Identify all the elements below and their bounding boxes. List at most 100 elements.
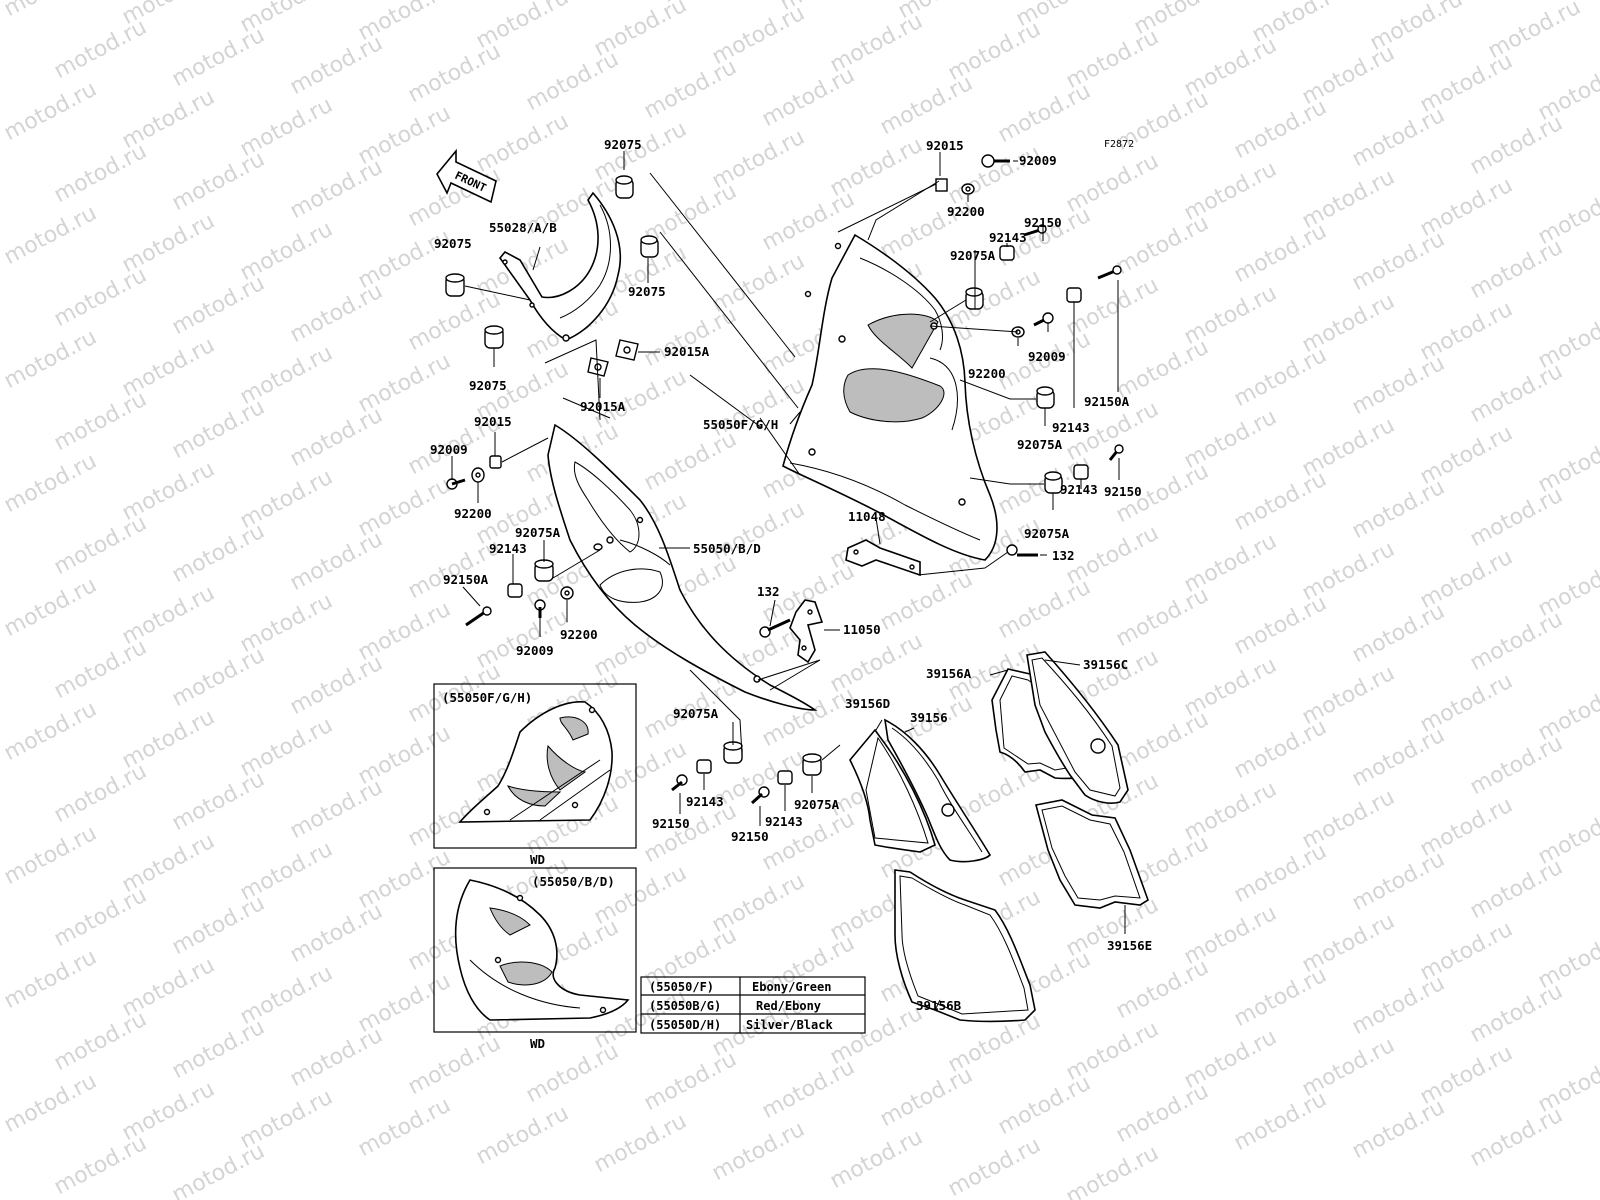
collar-92143-top bbox=[999, 245, 1015, 261]
bolt-92009-r2 bbox=[1033, 312, 1054, 327]
damper-92075A-r2 bbox=[1036, 386, 1055, 409]
label-92009-r2: 92009 bbox=[1028, 349, 1066, 364]
label-92015A-right: 92015A bbox=[664, 344, 710, 359]
pad-39156 bbox=[883, 718, 992, 863]
label-92009-left: 92009 bbox=[430, 442, 468, 457]
label-92075A-r3: 92075A bbox=[1024, 526, 1070, 541]
bolt-132-r bbox=[1006, 544, 1038, 557]
label-92150A-r: 92150A bbox=[1084, 394, 1130, 409]
label-55050FGH: 55050F/G/H bbox=[703, 417, 778, 432]
label-92015-left: 92015 bbox=[474, 414, 512, 429]
label-92143-low1: 92143 bbox=[686, 794, 724, 809]
label-39156B: 39156B bbox=[916, 998, 962, 1013]
label-92143-low2: 92143 bbox=[765, 814, 803, 829]
pad-39156C bbox=[1026, 651, 1129, 804]
label-92150-low1: 92150 bbox=[652, 816, 690, 831]
color-table-color-0: Ebony/Green bbox=[752, 980, 831, 994]
label-132-right: 132 bbox=[1052, 548, 1075, 563]
damper-92075-top bbox=[615, 175, 634, 199]
label-92075-mid: 92075 bbox=[628, 284, 666, 299]
collar-92143-r3 bbox=[1073, 464, 1089, 480]
diagram-code: F2872 bbox=[1104, 139, 1134, 150]
lower-fairing-55050BD bbox=[547, 423, 818, 711]
damper-92075A-low2 bbox=[802, 753, 822, 776]
label-92075A-low2: 92075A bbox=[794, 797, 840, 812]
label-39156A: 39156A bbox=[926, 666, 972, 681]
bolt-92150A-r bbox=[1097, 265, 1122, 280]
inset-top-title: (55050F/G/H) bbox=[442, 690, 532, 705]
collar-92143-low2 bbox=[777, 770, 793, 785]
label-92150-top: 92150 bbox=[1024, 215, 1062, 230]
bolt-92009-left bbox=[446, 478, 466, 490]
nut-92015-left bbox=[489, 455, 502, 469]
washer-92200-top bbox=[961, 183, 975, 195]
label-92075-left: 92075 bbox=[434, 236, 472, 251]
label-92143-left: 92143 bbox=[489, 541, 527, 556]
label-92143-r3: 92143 bbox=[1060, 482, 1098, 497]
clip-92015A-a bbox=[615, 339, 639, 361]
color-table-part-2: (55050D/H) bbox=[649, 1018, 721, 1032]
clip-92015A-b bbox=[587, 357, 609, 377]
label-92015-top: 92015 bbox=[926, 138, 964, 153]
label-39156: 39156 bbox=[910, 710, 948, 725]
pad-39156B bbox=[894, 869, 1036, 1023]
label-92200-left: 92200 bbox=[454, 506, 492, 521]
label-92075A-low: 92075A bbox=[673, 706, 719, 721]
label-92009-top: 92009 bbox=[1019, 153, 1057, 168]
bolt-92150A-left bbox=[465, 606, 492, 627]
label-39156E: 39156E bbox=[1107, 938, 1152, 953]
bracket-11048 bbox=[845, 539, 921, 577]
color-table bbox=[640, 976, 866, 1034]
inset-bottom-caption: WD bbox=[530, 1036, 545, 1051]
collar-92143-left bbox=[507, 583, 523, 598]
washer-92200-left2 bbox=[560, 586, 574, 600]
pad-39156D bbox=[849, 728, 936, 853]
label-132-mid: 132 bbox=[757, 584, 780, 599]
inset-top-caption: WD bbox=[530, 852, 545, 867]
label-92009-left2: 92009 bbox=[516, 643, 554, 658]
inset-bottom: (55050/B/D) WD bbox=[433, 867, 637, 1051]
bracket-11050 bbox=[789, 599, 824, 664]
bolt-92150-top bbox=[1023, 224, 1047, 237]
label-92075A-top: 92075A bbox=[950, 248, 996, 263]
pad-39156E bbox=[1035, 799, 1149, 909]
damper-92075-mid bbox=[640, 235, 659, 258]
label-55028: 55028/A/B bbox=[489, 220, 557, 235]
label-55050BD: 55050/B/D bbox=[693, 541, 761, 556]
label-92200-r2: 92200 bbox=[968, 366, 1006, 381]
color-table-color-2: Silver/Black bbox=[746, 1018, 833, 1032]
washer-92200-left bbox=[471, 467, 485, 483]
label-92075A-r2: 92075A bbox=[1017, 437, 1063, 452]
label-39156D: 39156D bbox=[845, 696, 890, 711]
collar-92143-r2 bbox=[1066, 287, 1082, 303]
label-92200-left2: 92200 bbox=[560, 627, 598, 642]
label-92150-r3: 92150 bbox=[1104, 484, 1142, 499]
damper-92075A-low bbox=[723, 741, 743, 764]
inner-cover-55028 bbox=[498, 191, 622, 342]
label-11050: 11050 bbox=[843, 622, 881, 637]
collar-92143-low1 bbox=[696, 759, 712, 774]
label-92150A-left: 92150A bbox=[443, 572, 489, 587]
color-table-part-0: (55050/F) bbox=[649, 980, 714, 994]
bolt-92150-r3 bbox=[1108, 444, 1124, 461]
color-table-color-1: Red/Ebony bbox=[756, 999, 821, 1013]
label-92143-r2: 92143 bbox=[1052, 420, 1090, 435]
bolt-132-mid bbox=[759, 618, 791, 638]
label-39156C: 39156C bbox=[1083, 657, 1128, 672]
bolt-92009-top bbox=[981, 154, 1010, 168]
nut-92015-top bbox=[935, 178, 948, 192]
inset-top: (55050F/G/H) WD bbox=[433, 683, 637, 867]
label-11048: 11048 bbox=[848, 509, 886, 524]
damper-92075-low bbox=[484, 325, 504, 349]
part-labels: 92075 55028/A/B 92075 92075 92075 92015A… bbox=[430, 137, 1152, 1013]
bolt-92150-low2 bbox=[750, 786, 770, 805]
bolt-92009-left2 bbox=[534, 599, 546, 618]
label-92015A-bottom: 92015A bbox=[580, 399, 626, 414]
label-92150-low2: 92150 bbox=[731, 829, 769, 844]
damper-92075A-r3 bbox=[1044, 471, 1063, 494]
label-92075-top: 92075 bbox=[604, 137, 642, 152]
side-fairing-55050FGH bbox=[782, 233, 998, 561]
washer-small-left bbox=[593, 543, 603, 551]
damper-92075A-left bbox=[534, 559, 554, 582]
